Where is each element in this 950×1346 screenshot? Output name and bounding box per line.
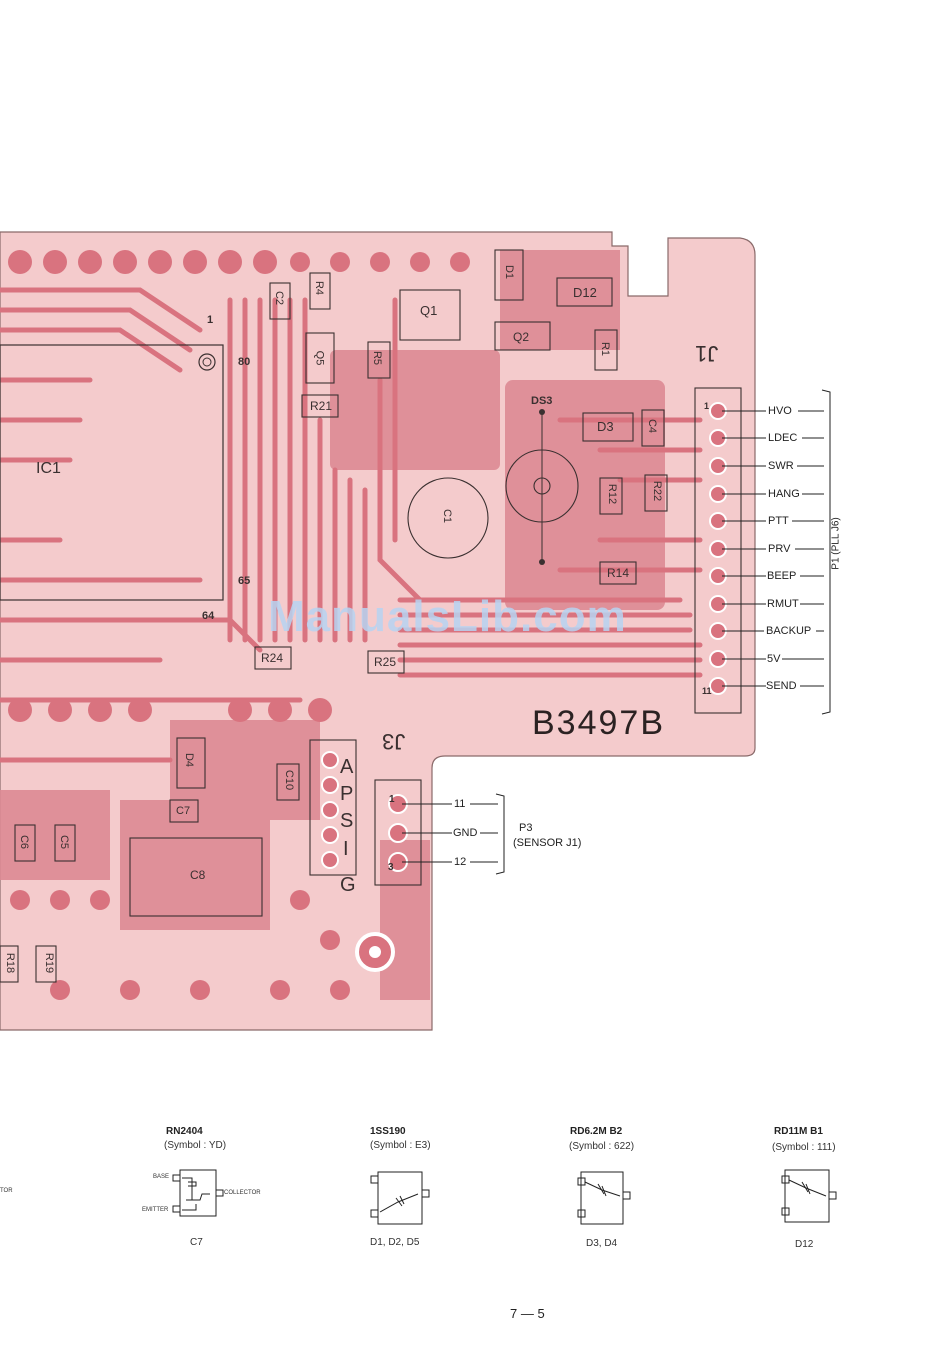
apsig-s: S <box>340 810 354 832</box>
comp-r5: R5 <box>371 350 384 366</box>
comp-r25: R25 <box>374 655 397 669</box>
part-rn2404-pin-emitter: EMITTER <box>142 1207 169 1213</box>
j1-label: J1 <box>695 341 719 366</box>
p1-signal-prv: PRV <box>768 543 791 555</box>
comp-c2: C2 <box>273 290 286 306</box>
comp-q2: Q2 <box>513 330 530 344</box>
comp-q1: Q1 <box>420 303 438 318</box>
comp-r4: R4 <box>313 280 326 296</box>
p1-signal-ptt: PTT <box>768 515 789 527</box>
ic1-label: IC1 <box>36 460 61 477</box>
part-1ss190-symbol: (Symbol : E3) <box>370 1140 431 1151</box>
p1-signal-hvo: HVO <box>768 405 792 417</box>
part-rd11m-name: RD11M B1 <box>774 1126 823 1137</box>
p3-leader-lines <box>402 793 505 875</box>
part-rd62m-name: RD6.2M B2 <box>570 1126 623 1137</box>
ic1-pin-64: 64 <box>202 610 215 622</box>
p1-signal-swr: SWR <box>768 460 794 472</box>
p1-signal-backup: BACKUP <box>766 625 812 637</box>
p3-signal-11: 11 <box>454 798 466 810</box>
p1-signal-beep: BEEP <box>767 570 797 582</box>
comp-r24: R24 <box>261 651 284 665</box>
j3-label: J3 <box>382 729 406 754</box>
comp-c10: C10 <box>283 769 296 791</box>
j3-pin-first: 1 <box>389 794 395 805</box>
apsig-a: A <box>340 756 354 778</box>
part-rn2404-pin-base: BASE <box>153 1174 170 1180</box>
part-symbols <box>172 1169 837 1225</box>
part-rn2404-name: RN2404 <box>166 1126 203 1137</box>
ic1-pin-80: 80 <box>238 356 251 368</box>
ic1-pin-1: 1 <box>207 314 214 326</box>
comp-c8: C8 <box>190 868 206 882</box>
p3-signal-12: 12 <box>454 856 467 868</box>
j1-pins <box>709 402 727 695</box>
comp-c1: C1 <box>441 508 454 524</box>
comp-ds3: DS3 <box>531 395 553 407</box>
cut-label: TOR <box>0 1188 13 1194</box>
ic1-pin-65: 65 <box>238 575 251 587</box>
comp-c4: C4 <box>646 418 659 434</box>
p1-signal-rmut: RMUT <box>767 598 799 610</box>
part-rn2404-pin-collector: COLLECTOR <box>224 1190 261 1196</box>
comp-c6: C6 <box>18 834 31 850</box>
p3-sublabel: (SENSOR J1) <box>513 837 582 849</box>
comp-d12: D12 <box>573 285 597 300</box>
p1-label: P1 (PLL J6) <box>830 517 842 570</box>
comp-r21: R21 <box>310 399 333 413</box>
j3-pins <box>321 751 408 872</box>
part-rd11m-refs: D12 <box>795 1239 814 1250</box>
part-1ss190-refs: D1, D2, D5 <box>370 1237 420 1248</box>
part-rn2404-refs: C7 <box>190 1237 203 1248</box>
p3-label: P3 <box>519 822 533 834</box>
j3-pin-last: 3 <box>388 862 394 873</box>
comp-d4: D4 <box>183 752 196 768</box>
part-rn2404-symbol: (Symbol : YD) <box>164 1140 227 1151</box>
p1-signal-send: SEND <box>766 680 797 692</box>
copper-pads <box>8 250 470 1000</box>
apsig-p: P <box>340 783 354 805</box>
j1-pin-last: 11 <box>702 686 712 696</box>
comp-r1: R1 <box>599 341 612 357</box>
page-number: 7 — 5 <box>510 1306 545 1321</box>
part-rd62m-refs: D3, D4 <box>586 1238 618 1249</box>
p1-signal-5v: 5V <box>767 653 781 665</box>
ic1-pin1-marker <box>198 353 216 371</box>
comp-d3: D3 <box>597 419 614 434</box>
comp-c7: C7 <box>176 805 191 817</box>
comp-r18: R18 <box>4 952 17 974</box>
p1-signal-hang: HANG <box>768 488 800 500</box>
part-rd62m-symbol: (Symbol : 622) <box>569 1141 635 1152</box>
comp-q5: Q5 <box>313 350 326 366</box>
board-code: B3497B <box>532 704 665 742</box>
part-1ss190-name: 1SS190 <box>370 1126 406 1137</box>
comp-c5: C5 <box>58 834 71 850</box>
p1-signal-ldec: LDEC <box>768 432 798 444</box>
p1-leader-lines <box>722 389 831 715</box>
comp-r22: R22 <box>651 480 664 502</box>
watermark: ManualsLib.com <box>268 592 627 641</box>
ic1-outline <box>0 344 224 601</box>
apsig-g: G <box>340 874 356 896</box>
j1-pin-first: 1 <box>704 401 710 411</box>
comp-r14: R14 <box>607 566 630 580</box>
p3-signal-gnd: GND <box>453 827 478 839</box>
comp-r19: R19 <box>43 952 56 974</box>
part-rd11m-symbol: (Symbol : 111) <box>772 1142 836 1153</box>
comp-d1: D1 <box>503 264 516 280</box>
copper-traces <box>0 287 703 763</box>
comp-r12: R12 <box>606 483 619 505</box>
apsig-i: I <box>343 838 349 860</box>
